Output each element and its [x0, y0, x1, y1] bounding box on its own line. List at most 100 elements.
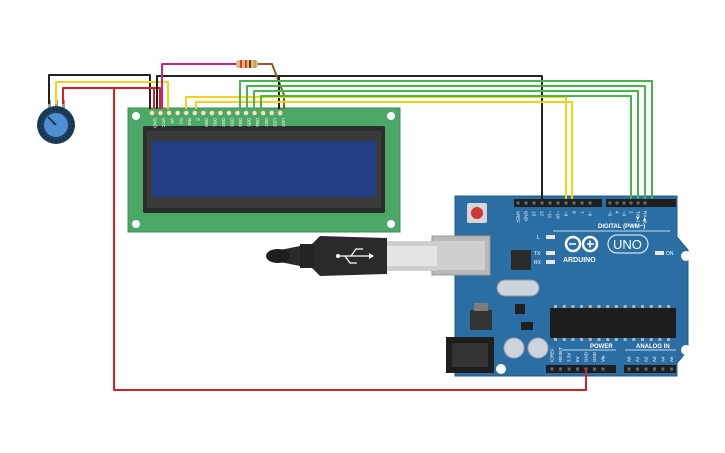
analog-in-label: ANALOG IN [636, 344, 670, 350]
digital-pin[interactable] [548, 201, 552, 205]
power-pin[interactable] [593, 367, 596, 371]
chip-leg [614, 338, 618, 341]
power-pin-label: Vin [601, 355, 606, 362]
led-l-label: L [537, 235, 540, 241]
chip-leg [562, 305, 566, 308]
power-pin[interactable] [567, 367, 571, 371]
resistor[interactable] [236, 60, 258, 68]
lcd-pin[interactable] [157, 110, 164, 116]
chip-leg [597, 305, 601, 308]
lcd-pin[interactable] [269, 110, 275, 116]
digital-pin[interactable] [524, 201, 528, 205]
led-on-label: ON [666, 251, 674, 257]
arduino-uno-board[interactable]: L TX RX ON ARDUINO UNO DIGITAL (PWM~) PO… [431, 195, 691, 377]
lcd-pin-label: RS [178, 118, 183, 124]
chip-leg [554, 338, 557, 341]
power-pin[interactable] [550, 367, 554, 371]
digital-pin[interactable] [564, 201, 568, 205]
lcd-pin[interactable] [149, 110, 155, 116]
analog-pin[interactable] [644, 367, 648, 371]
arduino-infinity-logo [564, 235, 599, 253]
chip-leg [614, 305, 618, 308]
lcd-pin[interactable] [260, 110, 266, 116]
lcd-pin[interactable] [200, 110, 206, 116]
digital-pin[interactable] [629, 201, 633, 205]
small-component [521, 322, 533, 330]
lcd-pin[interactable] [183, 110, 189, 116]
lcd-pin-label: RW [187, 118, 192, 126]
digital-pin[interactable] [556, 201, 560, 205]
digital-header-label: DIGITAL (PWM~) [598, 224, 645, 230]
chip-leg [641, 305, 644, 308]
usb-b-jack-inner [437, 241, 485, 270]
lcd-pin[interactable] [175, 110, 181, 116]
analog-pin-label: A5 [669, 356, 674, 362]
chip-leg [571, 338, 575, 341]
arduino-mount-hole [496, 364, 506, 374]
reset-button-cap[interactable] [471, 207, 483, 219]
analog-pin[interactable] [670, 367, 673, 371]
digital-pin-label: ~11 [548, 211, 553, 219]
digital-pin[interactable] [588, 201, 592, 205]
led-rx-label: RX [534, 260, 542, 266]
lcd-pin-label: LED [281, 118, 286, 128]
digital-pin[interactable] [636, 201, 640, 205]
potentiometer-leg [55, 100, 58, 110]
lcd-pin[interactable] [192, 110, 198, 116]
power-pin-label: GND [584, 351, 589, 362]
digital-pin-label: ~10 [556, 211, 561, 219]
lcd-pin[interactable] [217, 110, 223, 116]
wire-green-db5 [246, 85, 646, 199]
digital-pin[interactable] [615, 201, 619, 205]
digital-pin-label: 7 [580, 211, 585, 214]
lcd-pin[interactable] [243, 110, 249, 116]
lcd-pin-label: DB2 [221, 118, 226, 127]
analog-pin[interactable] [653, 367, 656, 371]
resistor-band [245, 60, 247, 68]
digital-pin[interactable] [532, 201, 536, 205]
lcd-pin[interactable] [166, 110, 172, 116]
wire-red-vcc [62, 87, 161, 109]
resistor-band [249, 60, 251, 68]
power-header-block [546, 365, 616, 373]
digital-pin[interactable] [540, 201, 544, 205]
dc-power-jack-inner [452, 343, 488, 367]
lcd-pin-label: LED [272, 118, 277, 128]
wires [48, 63, 653, 391]
lcd-pin[interactable] [252, 110, 258, 116]
power-pin[interactable] [601, 367, 605, 371]
analog-pin[interactable] [661, 367, 665, 371]
led-tx-label: TX [534, 251, 541, 257]
lcd-pin[interactable] [226, 110, 232, 116]
power-pin[interactable] [576, 367, 579, 371]
analog-pin[interactable] [636, 367, 639, 371]
analog-pin-label: A0 [627, 356, 632, 362]
digital-pin[interactable] [643, 201, 647, 205]
led-tx [546, 251, 555, 255]
analog-pin[interactable] [627, 367, 631, 371]
digital-pin[interactable] [608, 201, 612, 205]
digital-pin[interactable] [622, 201, 626, 205]
digital-pin-label: ~5 [608, 211, 613, 217]
lcd-pin[interactable] [234, 110, 241, 116]
lcd-pin[interactable] [209, 110, 215, 116]
led-l [546, 235, 555, 239]
lcd-pin-label: GND [153, 118, 158, 129]
lcd-pin[interactable] [277, 110, 283, 116]
digital-pin-label: RX◀0 [643, 211, 648, 224]
potentiometer-leg [62, 100, 65, 110]
digital-pin-label: ~3 [622, 211, 627, 217]
digital-pin[interactable] [516, 201, 520, 205]
voltage-regulator [470, 310, 492, 330]
lcd-pin-label: E [195, 118, 200, 121]
chip-leg [667, 338, 671, 341]
power-pin[interactable] [559, 367, 562, 371]
potentiometer[interactable] [37, 100, 75, 144]
digital-pin-label: 8 [572, 211, 577, 214]
analog-pin-label: A2 [644, 356, 649, 362]
digital-pin[interactable] [580, 201, 584, 205]
digital-pin[interactable] [572, 201, 576, 205]
